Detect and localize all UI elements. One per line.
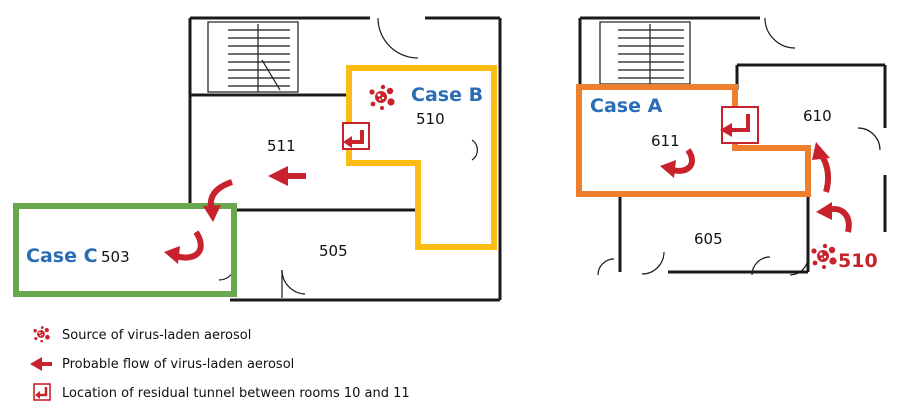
tunnel-marker-icon bbox=[342, 122, 370, 150]
room-510-source-label: 510 bbox=[838, 250, 878, 272]
tunnel-marker-icon bbox=[33, 383, 51, 401]
room-610-label: 610 bbox=[803, 107, 832, 125]
flow-arrow-icon bbox=[164, 230, 204, 264]
virus-cluster-icon bbox=[811, 243, 837, 269]
flow-arrow-icon bbox=[268, 166, 306, 186]
case-b-room-outline bbox=[346, 65, 497, 250]
arrow-left-icon bbox=[30, 357, 52, 371]
flow-arrow-icon bbox=[816, 202, 852, 233]
virus-cluster-icon bbox=[369, 84, 395, 110]
left-floor-plan: Case B 510 511 Case C 503 505 bbox=[13, 16, 502, 302]
legend: Source of virus-laden aerosol Probable f… bbox=[30, 326, 410, 401]
case-c-room-outline bbox=[13, 203, 237, 297]
tunnel-marker-icon bbox=[720, 106, 759, 144]
flow-arrow-icon bbox=[203, 179, 234, 222]
legend-tunnel-text: Location of residual tunnel between room… bbox=[62, 386, 410, 401]
right-stairs bbox=[599, 21, 691, 85]
right-floor-plan: Case A 611 610 605 510 bbox=[576, 16, 887, 276]
legend-source-text: Source of virus-laden aerosol bbox=[62, 328, 251, 343]
room-611-label: 611 bbox=[651, 132, 680, 150]
room-605-label: 605 bbox=[694, 230, 723, 248]
legend-item-tunnel: Location of residual tunnel between room… bbox=[33, 383, 410, 401]
flow-arrow-icon bbox=[812, 142, 832, 193]
room-503-label: 503 bbox=[101, 248, 130, 266]
flow-arrow-icon bbox=[660, 148, 695, 178]
room-510-label: 510 bbox=[416, 110, 445, 128]
case-b-label: Case B bbox=[411, 84, 483, 106]
case-a-label: Case A bbox=[590, 95, 663, 117]
case-c-label: Case C bbox=[26, 245, 98, 267]
legend-flow-text: Probable flow of virus-laden aerosol bbox=[62, 357, 294, 372]
virus-cluster-icon bbox=[33, 326, 50, 343]
legend-item-source: Source of virus-laden aerosol bbox=[33, 326, 251, 343]
legend-item-flow: Probable flow of virus-laden aerosol bbox=[30, 357, 294, 372]
room-511-label: 511 bbox=[267, 137, 296, 155]
left-stairs bbox=[207, 21, 299, 93]
case-a-room-outline bbox=[576, 84, 811, 197]
room-505-label: 505 bbox=[319, 242, 348, 260]
